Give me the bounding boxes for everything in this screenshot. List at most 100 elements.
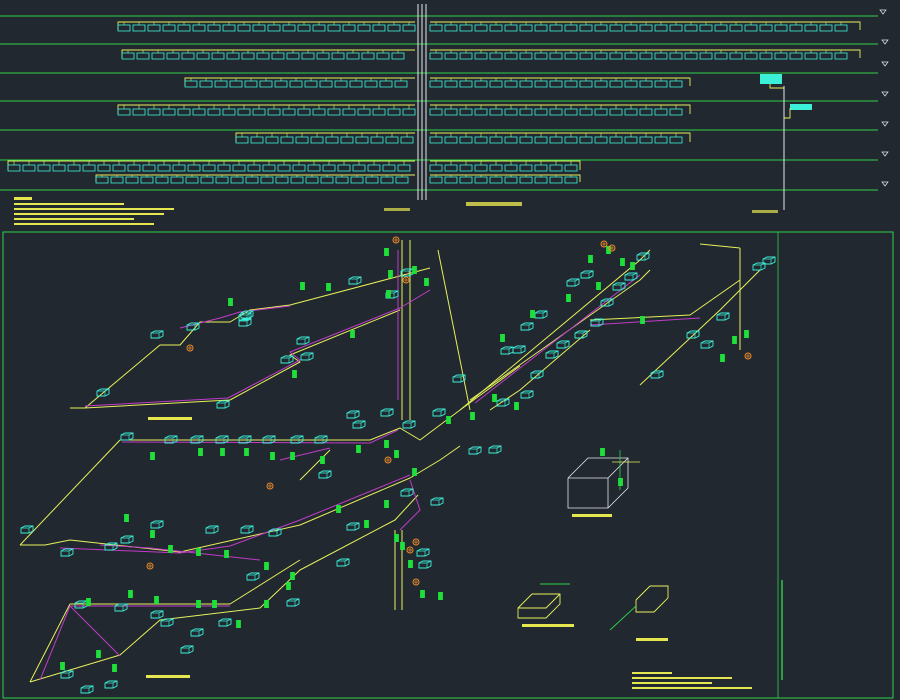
fixture-box-icon <box>229 80 243 88</box>
fixture-box-icon <box>282 108 296 116</box>
pipe-tag-icon <box>720 354 725 362</box>
fixture-box-icon <box>200 176 214 184</box>
fixture-box-icon <box>566 278 580 287</box>
fixture-box-icon <box>594 108 608 116</box>
fixture-box-icon <box>246 572 260 581</box>
fixture-box-icon <box>140 176 154 184</box>
fixture-box-icon <box>267 24 281 32</box>
fixture-box-icon <box>265 136 279 144</box>
fixture-box-icon <box>519 176 533 184</box>
plan-caption-upper <box>148 417 192 420</box>
fixture-box-icon <box>549 52 563 60</box>
valve-icon <box>186 344 194 352</box>
fixture-box-icon <box>429 176 443 184</box>
fixture-box-icon <box>52 164 66 172</box>
fixture-box-icon <box>250 136 264 144</box>
fixture-box-icon <box>394 80 408 88</box>
pipe-tag-icon <box>336 505 341 513</box>
fixture-box-icon <box>292 164 306 172</box>
fixture-box-icon <box>235 136 249 144</box>
fixture-box-icon <box>489 52 503 60</box>
fixture-box-icon <box>520 322 534 331</box>
fixture-box-icon <box>564 80 578 88</box>
fixture-box-icon <box>489 24 503 32</box>
fixture-box-icon <box>459 164 473 172</box>
fixture-box-icon <box>744 52 758 60</box>
fixture-box-icon <box>355 136 369 144</box>
pipe-tag-icon <box>384 440 389 448</box>
plan-caption-lower <box>146 675 190 678</box>
fixture-box-icon <box>226 52 240 60</box>
fixture-box-icon <box>474 176 488 184</box>
fixture-box-icon <box>127 164 141 172</box>
fixture-box-icon <box>654 108 668 116</box>
fixture-box-icon <box>684 52 698 60</box>
fixture-box-icon <box>650 370 664 379</box>
fixture-box-icon <box>275 176 289 184</box>
fixture-box-icon <box>654 52 668 60</box>
fixture-box-icon <box>327 108 341 116</box>
fixture-box-icon <box>504 24 518 32</box>
fixture-box-icon <box>252 24 266 32</box>
pipe-tag-icon <box>744 330 749 338</box>
fixture-box-icon <box>162 108 176 116</box>
pipe-tag-icon <box>150 452 155 460</box>
fixture-box-icon <box>117 24 131 32</box>
fixture-box-icon <box>307 164 321 172</box>
fixture-box-icon <box>190 628 204 637</box>
pipe-tag-icon <box>420 590 425 598</box>
fixture-box-icon <box>400 136 414 144</box>
fixture-box-icon <box>247 164 261 172</box>
pipe-tag-icon <box>270 452 275 460</box>
fixture-box-icon <box>295 136 309 144</box>
fixture-box-icon <box>504 108 518 116</box>
fixture-box-icon <box>80 685 94 694</box>
fixture-box-icon <box>504 176 518 184</box>
fixture-box-icon <box>432 408 446 417</box>
fixture-box-icon <box>474 136 488 144</box>
fixture-box-icon <box>177 108 191 116</box>
fixture-box-icon <box>157 164 171 172</box>
fixture-box-icon <box>325 136 339 144</box>
fixture-box-icon <box>489 136 503 144</box>
fixture-box-icon <box>376 52 390 60</box>
fixture-box-icon <box>379 80 393 88</box>
fixture-box-icon <box>297 24 311 32</box>
fixture-box-icon <box>580 270 594 279</box>
fixture-box-icon <box>716 312 730 321</box>
pipe-tag-icon <box>386 290 391 298</box>
fixture-box-icon <box>132 108 146 116</box>
fixture-box-icon <box>612 282 626 291</box>
pipe-tag-icon <box>60 662 65 670</box>
fixture-box-icon <box>474 164 488 172</box>
pipe-tag-icon <box>244 448 249 456</box>
fixture-box-icon <box>564 176 578 184</box>
pipe-tag-icon <box>438 592 443 600</box>
fixture-box-icon <box>385 136 399 144</box>
fixture-box-icon <box>609 108 623 116</box>
riser-branch-pipe <box>7 160 581 170</box>
fixture-box-icon <box>202 164 216 172</box>
riser-captions <box>384 202 778 213</box>
fixture-box-icon <box>185 176 199 184</box>
fixture-box-icon <box>534 24 548 32</box>
isometric-drawing-frame <box>2 231 894 699</box>
fixture-box-icon <box>534 310 548 319</box>
fixture-box-icon <box>318 470 332 479</box>
fixture-box-icon <box>121 52 135 60</box>
fixture-box-icon <box>549 164 563 172</box>
fixture-box-icon <box>172 164 186 172</box>
fixture-box-icon <box>654 136 668 144</box>
fixture-box-icon <box>429 24 443 32</box>
pipe-tag-icon <box>446 416 451 424</box>
fixture-box-icon <box>304 80 318 88</box>
fixture-box-icon <box>669 80 683 88</box>
pipe-tag-icon <box>290 452 295 460</box>
fixture-box-icon <box>216 400 230 409</box>
fixture-box-icon <box>337 164 351 172</box>
fixture-box-icon <box>564 136 578 144</box>
fixture-box-icon <box>350 176 364 184</box>
fixture-box-icon <box>834 52 848 60</box>
fixture-box-icon <box>430 497 444 506</box>
pipe-tag-icon <box>470 412 475 420</box>
